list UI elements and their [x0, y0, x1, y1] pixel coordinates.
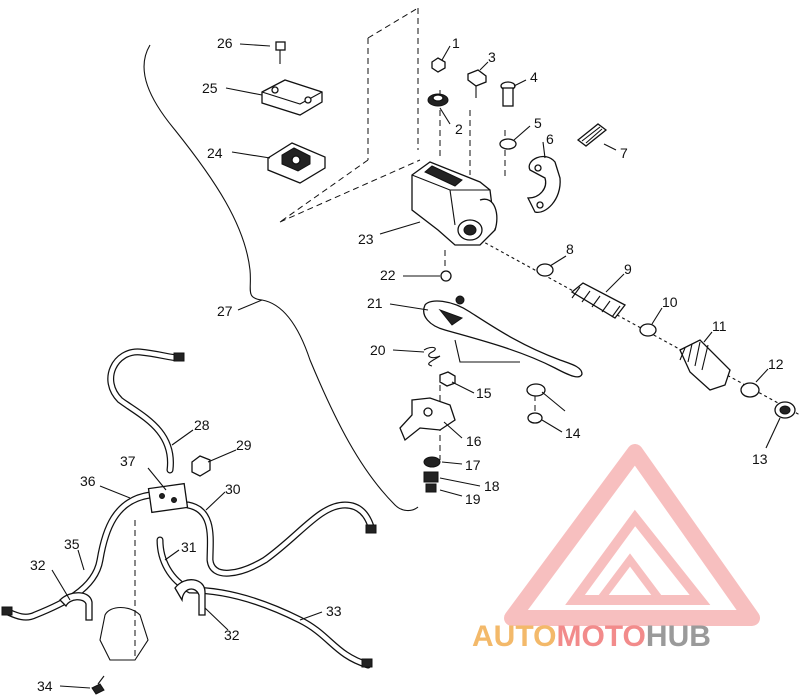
callout-36: 36	[80, 473, 96, 489]
callout-1: 1	[452, 35, 460, 51]
callout-32-left: 32	[30, 557, 46, 573]
callout-35: 35	[64, 536, 80, 552]
callout-6: 6	[546, 131, 554, 147]
callout-17: 17	[465, 457, 481, 473]
callout-4: 4	[530, 69, 538, 85]
callout-9: 9	[624, 261, 632, 277]
callout-22: 22	[380, 267, 396, 283]
callout-20: 20	[370, 342, 386, 358]
callout-11: 11	[712, 318, 727, 334]
callout-21: 21	[367, 295, 383, 311]
callout-30: 30	[225, 481, 241, 497]
callout-28: 28	[194, 417, 210, 433]
watermark-moto: MOTO	[556, 620, 645, 653]
callout-26: 26	[217, 35, 233, 51]
callout-34: 34	[37, 678, 53, 694]
callout-2: 2	[455, 121, 463, 137]
callout-24: 24	[207, 145, 223, 161]
leader-lines	[51, 43, 781, 689]
callout-29: 29	[236, 437, 252, 453]
callout-37: 37	[120, 453, 136, 469]
callout-12: 12	[768, 356, 784, 372]
callout-13: 13	[752, 451, 768, 467]
callout-16: 16	[466, 433, 482, 449]
callout-8: 8	[566, 241, 574, 257]
watermark-logo	[504, 444, 760, 626]
master-cylinder-parts	[261, 41, 796, 493]
callout-15: 15	[476, 385, 492, 401]
callout-25: 25	[202, 80, 218, 96]
callout-32-right: 32	[224, 627, 240, 643]
callout-19: 19	[465, 491, 481, 507]
watermark-auto: AUTO	[472, 620, 556, 653]
callout-5-top: 5	[534, 115, 542, 131]
callout-18: 18	[484, 478, 500, 494]
watermark-text: AUTOMOTOHUB	[472, 620, 711, 653]
callout-31: 31	[181, 539, 197, 555]
callout-labels: 1 2 3 4 5 6 7 8 9 10 11 12 13 14 15 16 1…	[30, 35, 784, 694]
hose-assembly	[1, 348, 377, 695]
watermark-hub: HUB	[646, 620, 711, 653]
callout-3: 3	[488, 49, 496, 65]
callout-33: 33	[326, 603, 342, 619]
callout-27: 27	[217, 303, 233, 319]
callout-14: 14	[565, 425, 581, 441]
callout-10: 10	[662, 294, 678, 310]
callout-23: 23	[358, 231, 374, 247]
callout-7: 7	[620, 145, 628, 161]
